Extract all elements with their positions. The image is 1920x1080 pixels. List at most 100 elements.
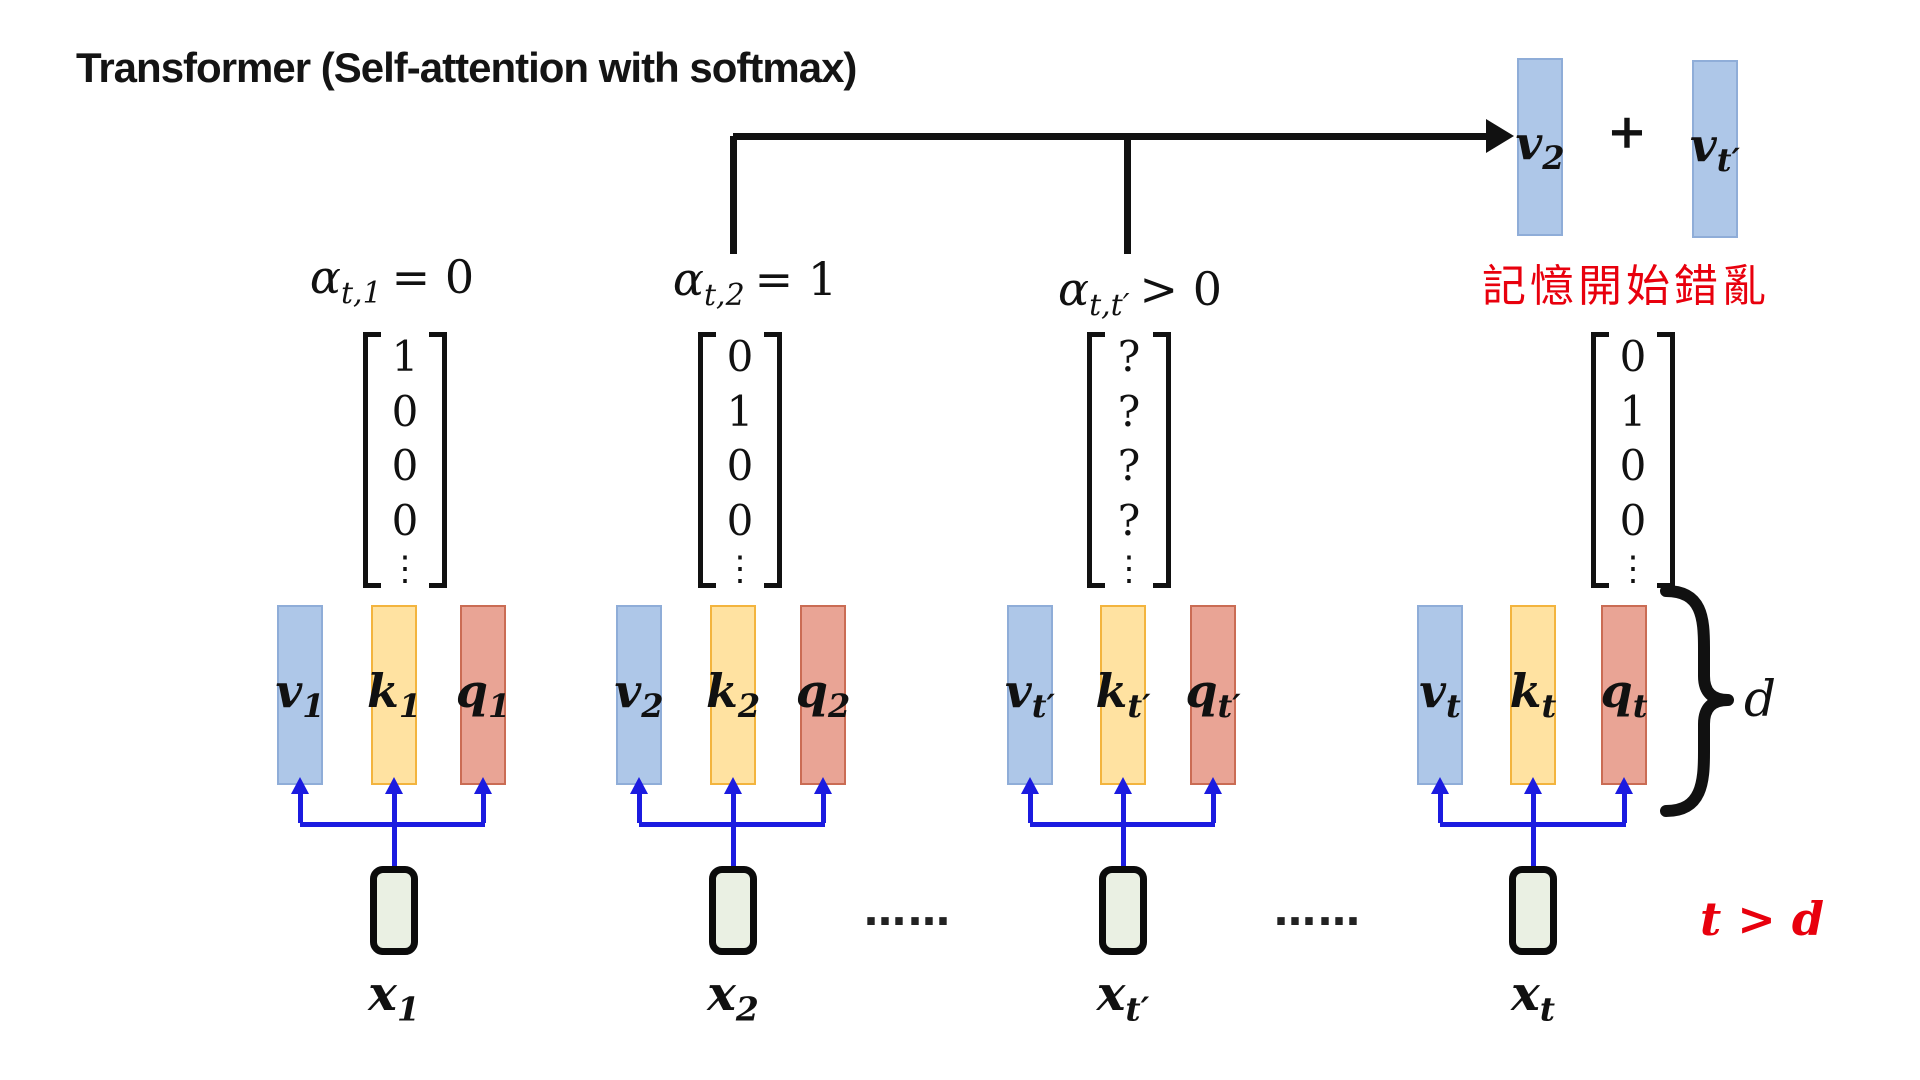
arrow-head-icon [474,777,492,794]
vector-value: ? [1117,495,1141,545]
vector-value: 0 [391,495,419,545]
key-bar-1: k1 [367,605,421,785]
ellipsis-dots: …… [864,886,952,935]
key-bar-label: kt [1509,664,1557,726]
bracket-left-icon [1591,332,1609,588]
alpha-subscript: t,2 [703,278,745,314]
alpha-symbol: α [1058,262,1090,316]
arrow-head-icon [1524,777,1542,794]
arrow-shaft [821,793,826,823]
vector-ellipsis: ⋮ [388,549,422,589]
query-bar-1: q1 [456,605,510,785]
input-box-2 [709,866,757,955]
arrow-head-icon [1431,777,1449,794]
output-value-bar-v2: v2 [1515,58,1565,236]
vector-value: 0 [1619,441,1647,490]
query-bar-label: qt [1600,664,1648,726]
input-label-3: xt′ [1096,966,1150,1029]
alpha-value: > 0 [1139,262,1222,316]
vector-value: 0 [1619,495,1647,545]
alpha-symbol: α [309,250,341,304]
vector-value: 1 [726,386,754,436]
input-box-3 [1099,866,1147,955]
condition-label: t > d [1700,892,1824,946]
output-v2-label: v2 [1515,116,1565,178]
vector-ellipsis: ⋮ [1112,549,1146,589]
alpha-label-2: αt,2= 1 [673,252,837,313]
value-bar-label: v1 [275,664,325,726]
vector-values: 1 0 0 0 ⋮ [381,332,429,588]
arrow-shaft [1028,793,1033,823]
value-bar-label: vt [1419,664,1461,726]
input-connector-line [392,822,397,866]
plus-sign: + [1606,104,1648,160]
vector-values: ? ? ? ? ⋮ [1105,332,1153,588]
one-hot-vector-2: 0 1 0 0 ⋮ [698,332,782,588]
arrow-head-icon [814,777,832,794]
arrow-shaft [1438,793,1443,823]
key-bar-4: kt [1510,605,1556,785]
bracket-right-icon [1657,332,1675,588]
attention-arrow-line [733,133,1488,140]
vector-value: 1 [391,332,419,381]
alpha-subscript: t,1 [340,276,382,312]
output-value-bar-vt: vt′ [1690,60,1740,238]
vector-ellipsis: ⋮ [723,549,757,589]
one-hot-vector-4: 0 1 0 0 ⋮ [1591,332,1675,588]
key-bar-label: kt′ [1095,664,1151,726]
bracket-left-icon [363,332,381,588]
alpha-value: = 1 [754,252,838,306]
arrow-shaft [1531,793,1536,823]
arrow-shaft [481,793,486,823]
one-hot-vector-1: 1 0 0 0 ⋮ [363,332,447,588]
value-bar-label: v2 [614,664,664,726]
slide-title: Transformer (Self-attention with softmax… [76,44,857,91]
input-box-4 [1509,866,1557,955]
arrow-head-icon [724,777,742,794]
arrow-head-icon [1114,777,1132,794]
attention-drop-line-v2 [730,136,737,254]
vector-value: 0 [726,441,754,490]
vector-value: ? [1117,386,1141,436]
dimension-brace-icon [1660,585,1734,817]
arrow-shaft [637,793,642,823]
arrow-head-icon [1021,777,1039,794]
query-bar-4: qt [1601,605,1647,785]
input-connector-line [731,822,736,866]
value-bar-2: v2 [614,605,664,785]
memory-confusion-note: 記憶開始錯亂 [1482,261,1770,312]
bracket-left-icon [1087,332,1105,588]
vector-ellipsis: ⋮ [1616,549,1650,589]
dimension-label: d [1744,670,1777,728]
alpha-value: = 0 [391,250,475,304]
query-bar-label: q2 [795,664,851,726]
value-bar-4: vt [1417,605,1463,785]
key-bar-3: kt′ [1095,605,1151,785]
bracket-left-icon [698,332,716,588]
key-bar-label: k1 [366,664,422,726]
arrow-shaft [392,793,397,823]
query-bar-3: qt′ [1185,605,1241,785]
arrow-head-icon [1204,777,1222,794]
vector-value: 0 [391,441,419,490]
vector-value: ? [1117,441,1141,490]
arrow-shaft [1211,793,1216,823]
arrow-head-icon [1615,777,1633,794]
query-bar-2: q2 [796,605,850,785]
bracket-right-icon [429,332,447,588]
ellipsis-dots: …… [1274,886,1362,935]
query-bar-label: qt′ [1185,664,1241,726]
unknown-vector-3: ? ? ? ? ⋮ [1087,332,1171,588]
bracket-right-icon [1153,332,1171,588]
vector-value: 1 [1619,386,1647,436]
vector-value: 0 [391,386,419,436]
key-bar-2: k2 [706,605,760,785]
input-connector-line [1121,822,1126,866]
alpha-label-1: αt,1= 0 [310,250,474,311]
attention-drop-line-vt [1124,136,1131,254]
input-label-4: xt [1511,966,1555,1029]
arrow-shaft [1622,793,1627,823]
key-bar-label: k2 [705,664,761,726]
vector-values: 0 1 0 0 ⋮ [1609,332,1657,588]
